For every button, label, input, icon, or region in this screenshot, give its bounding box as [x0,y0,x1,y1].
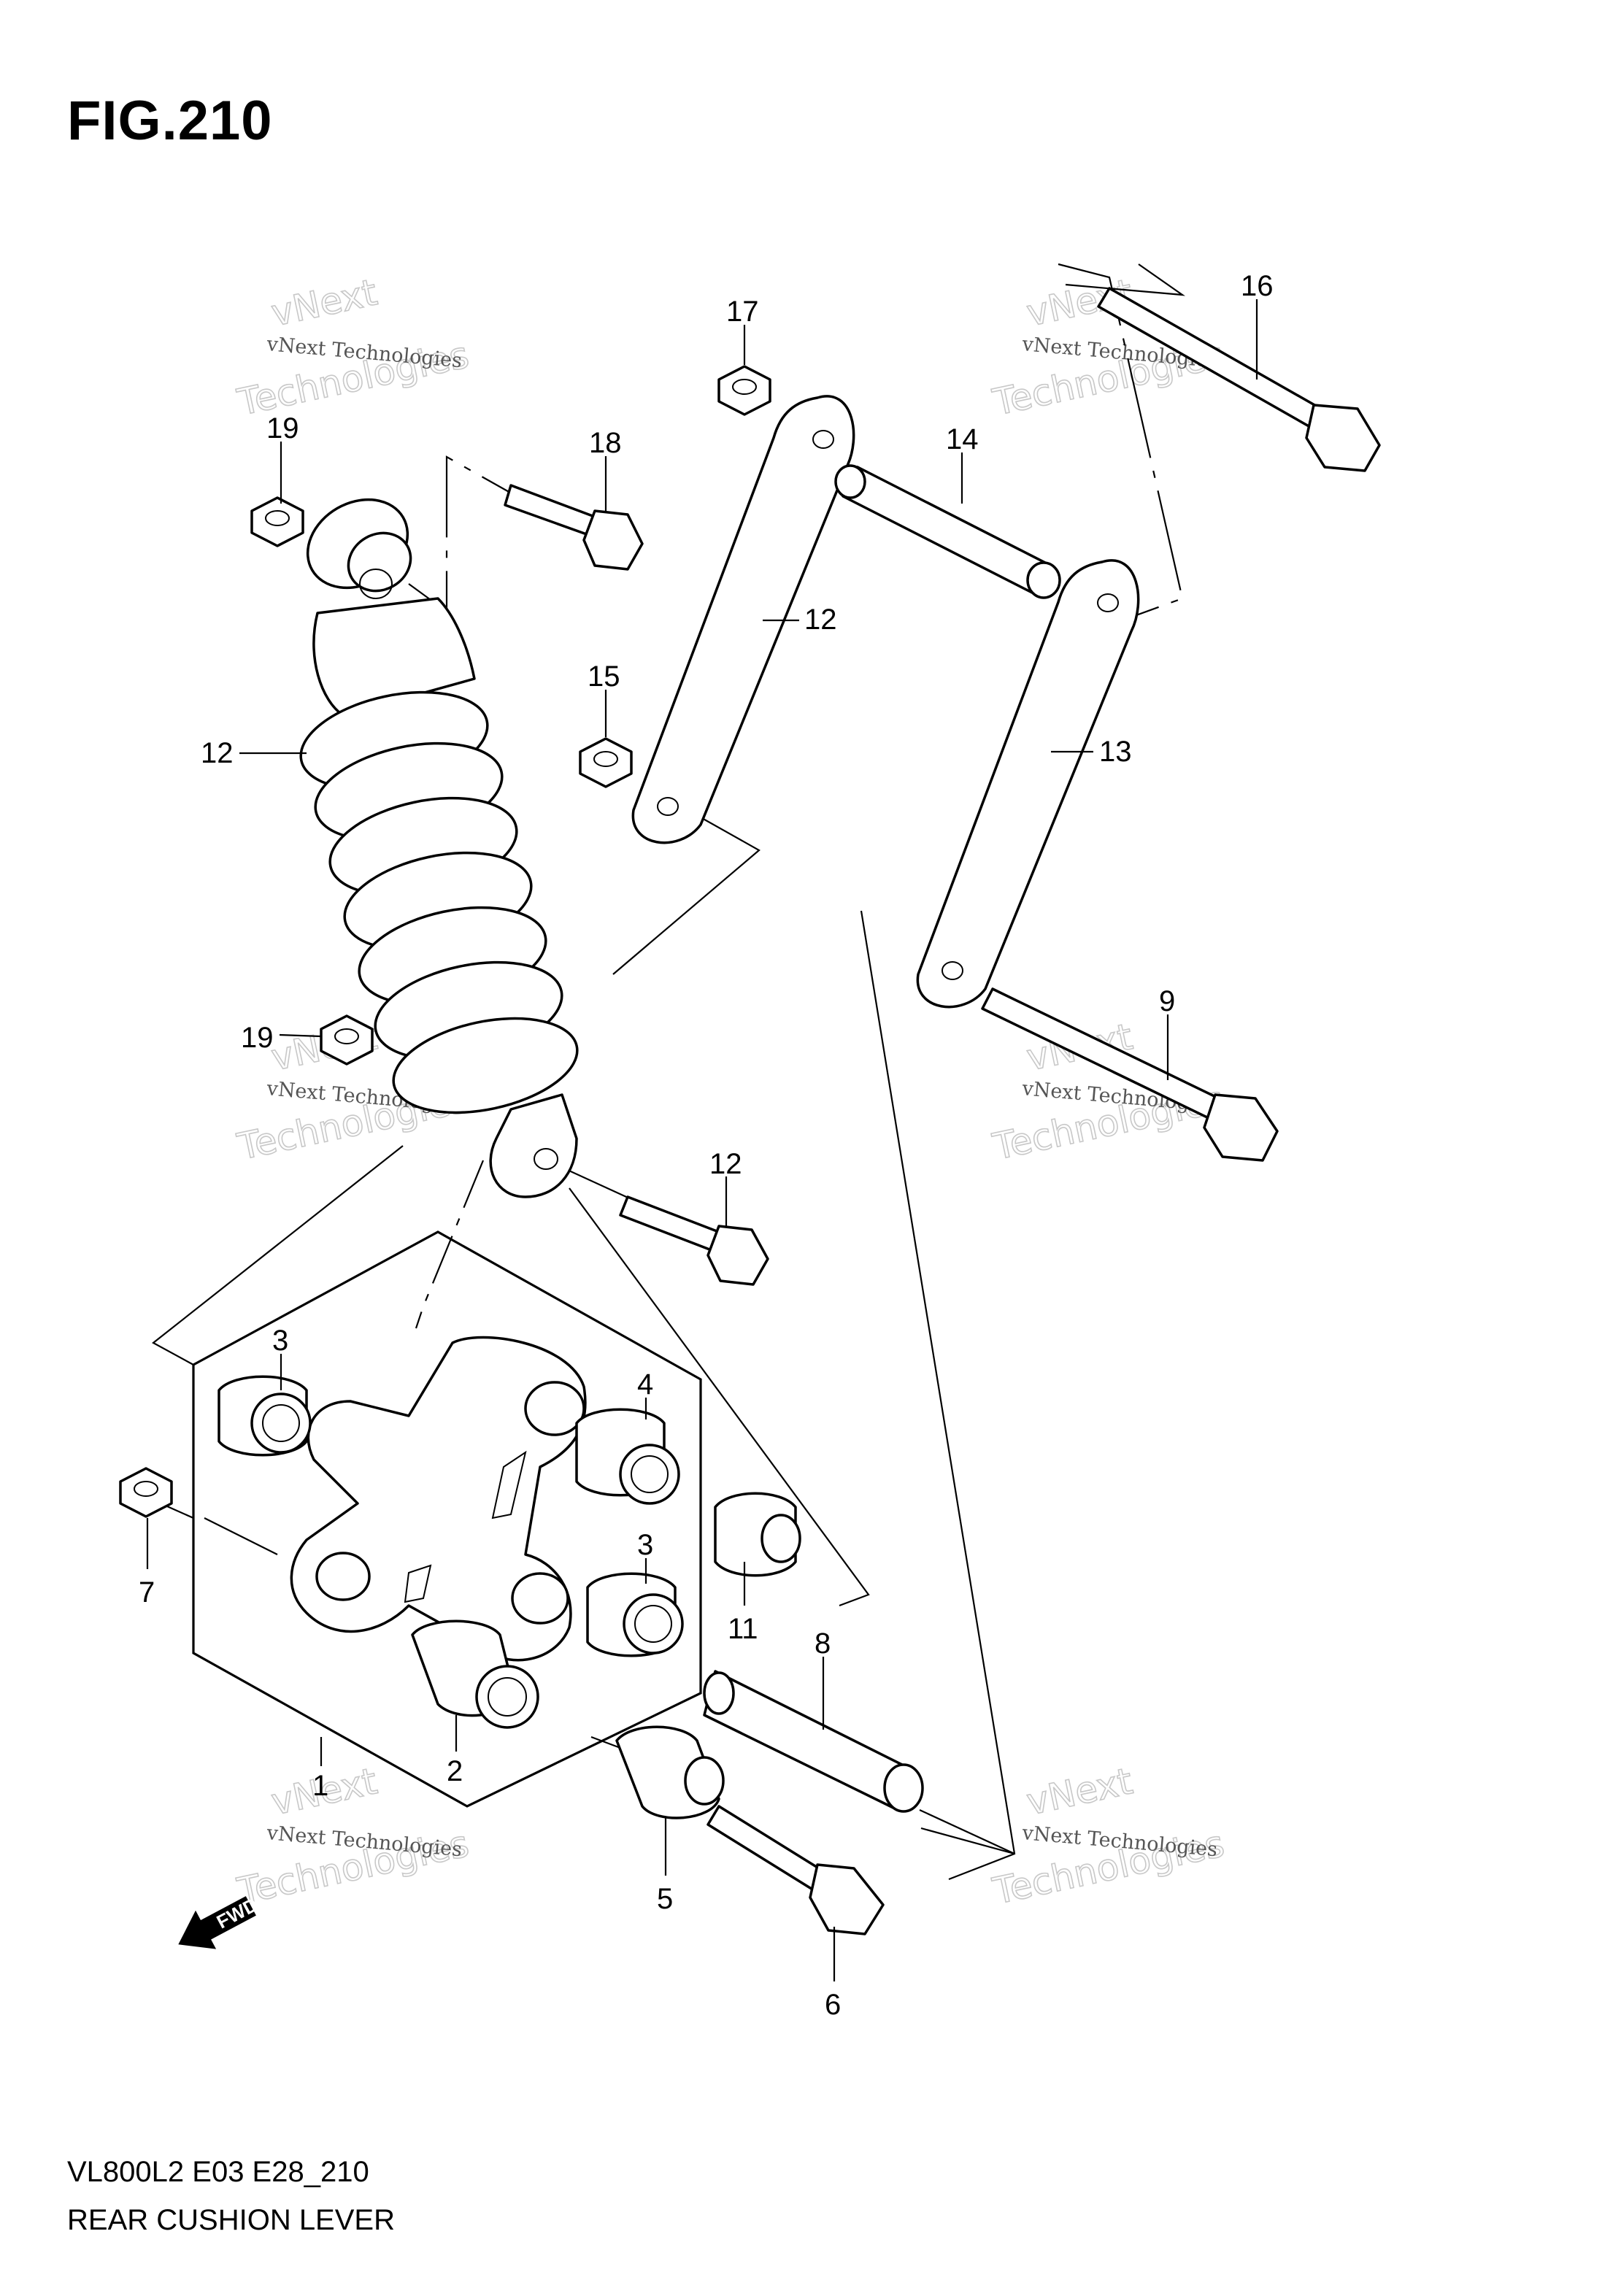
part-nut-10 [579,737,633,788]
part-nut-7 [119,1467,173,1518]
leader-lines [146,299,1258,1981]
part-cushion-rod-12-right [916,559,1140,1009]
part-bearing-3-right [586,1572,684,1657]
callout-14: 16 [1241,270,1274,302]
watermark-big-top: vNext [1023,1760,1136,1823]
part-cushion-lever-1 [290,1336,587,1662]
callout-8: 8 [815,1627,831,1660]
part-nut-19-top [250,496,304,547]
part-spacer-13 [834,464,1061,599]
callout-6: 6 [825,1989,841,2021]
watermark-big-top: vNext [268,271,381,334]
callout-11: 11 [728,1613,758,1645]
callout-13: 14 [946,423,979,455]
callout-4: 4 [637,1368,653,1401]
callout-7: 7 [139,1576,155,1609]
part-bolt-6 [706,1805,885,1935]
part-bolt-17 [504,484,644,571]
callout-19-mid: 19 [241,1022,274,1054]
part-shaft-8 [703,1670,924,1813]
model-code: VL800L2 E03 E28_210 [67,2156,369,2188]
callout-1: 1 [312,1770,328,1802]
part-cushion-rod-12-left [631,395,855,844]
figure-title: FIG.210 [67,90,273,152]
callout-2: 2 [447,1755,463,1787]
diagram-name: REAR CUSHION LEVER [67,2204,395,2236]
callout-12-right: 13 [1099,736,1132,768]
part-bolt-18 [619,1195,769,1286]
fwd-label: FWD [213,1893,261,1933]
part-spacer-11 [714,1492,801,1577]
callout-15: 17 [726,296,759,328]
callout-3-left: 3 [272,1325,288,1357]
part-bolt-9 [981,987,1279,1162]
callout-3-right: 3 [637,1529,653,1561]
callout-5: 5 [657,1883,673,1915]
part-shock-absorber [299,498,579,1198]
callout-16: 12 [201,737,234,769]
callouts: 19 19 15 17 18 16 14 12 13 12 9 12 3 4 3… [139,270,1274,2021]
callout-10: 15 [588,660,620,693]
callout-19-top: 19 [266,412,299,444]
spring-coils [299,690,579,1114]
part-nut-15 [717,365,771,416]
part-bearing-2 [411,1619,539,1729]
callout-9: 9 [1159,985,1175,1017]
part-bearing-4 [575,1408,680,1505]
part-spacer-5 [615,1725,725,1819]
callout-12-left: 12 [804,604,837,636]
fwd-arrow-icon: FWD [178,1893,261,1949]
part-bearing-3-left [217,1375,312,1457]
callout-17: 18 [589,427,622,459]
part-nut-19-mid [320,1014,374,1066]
callout-18: 12 [709,1148,742,1180]
part-bolt-14 [1097,287,1381,472]
